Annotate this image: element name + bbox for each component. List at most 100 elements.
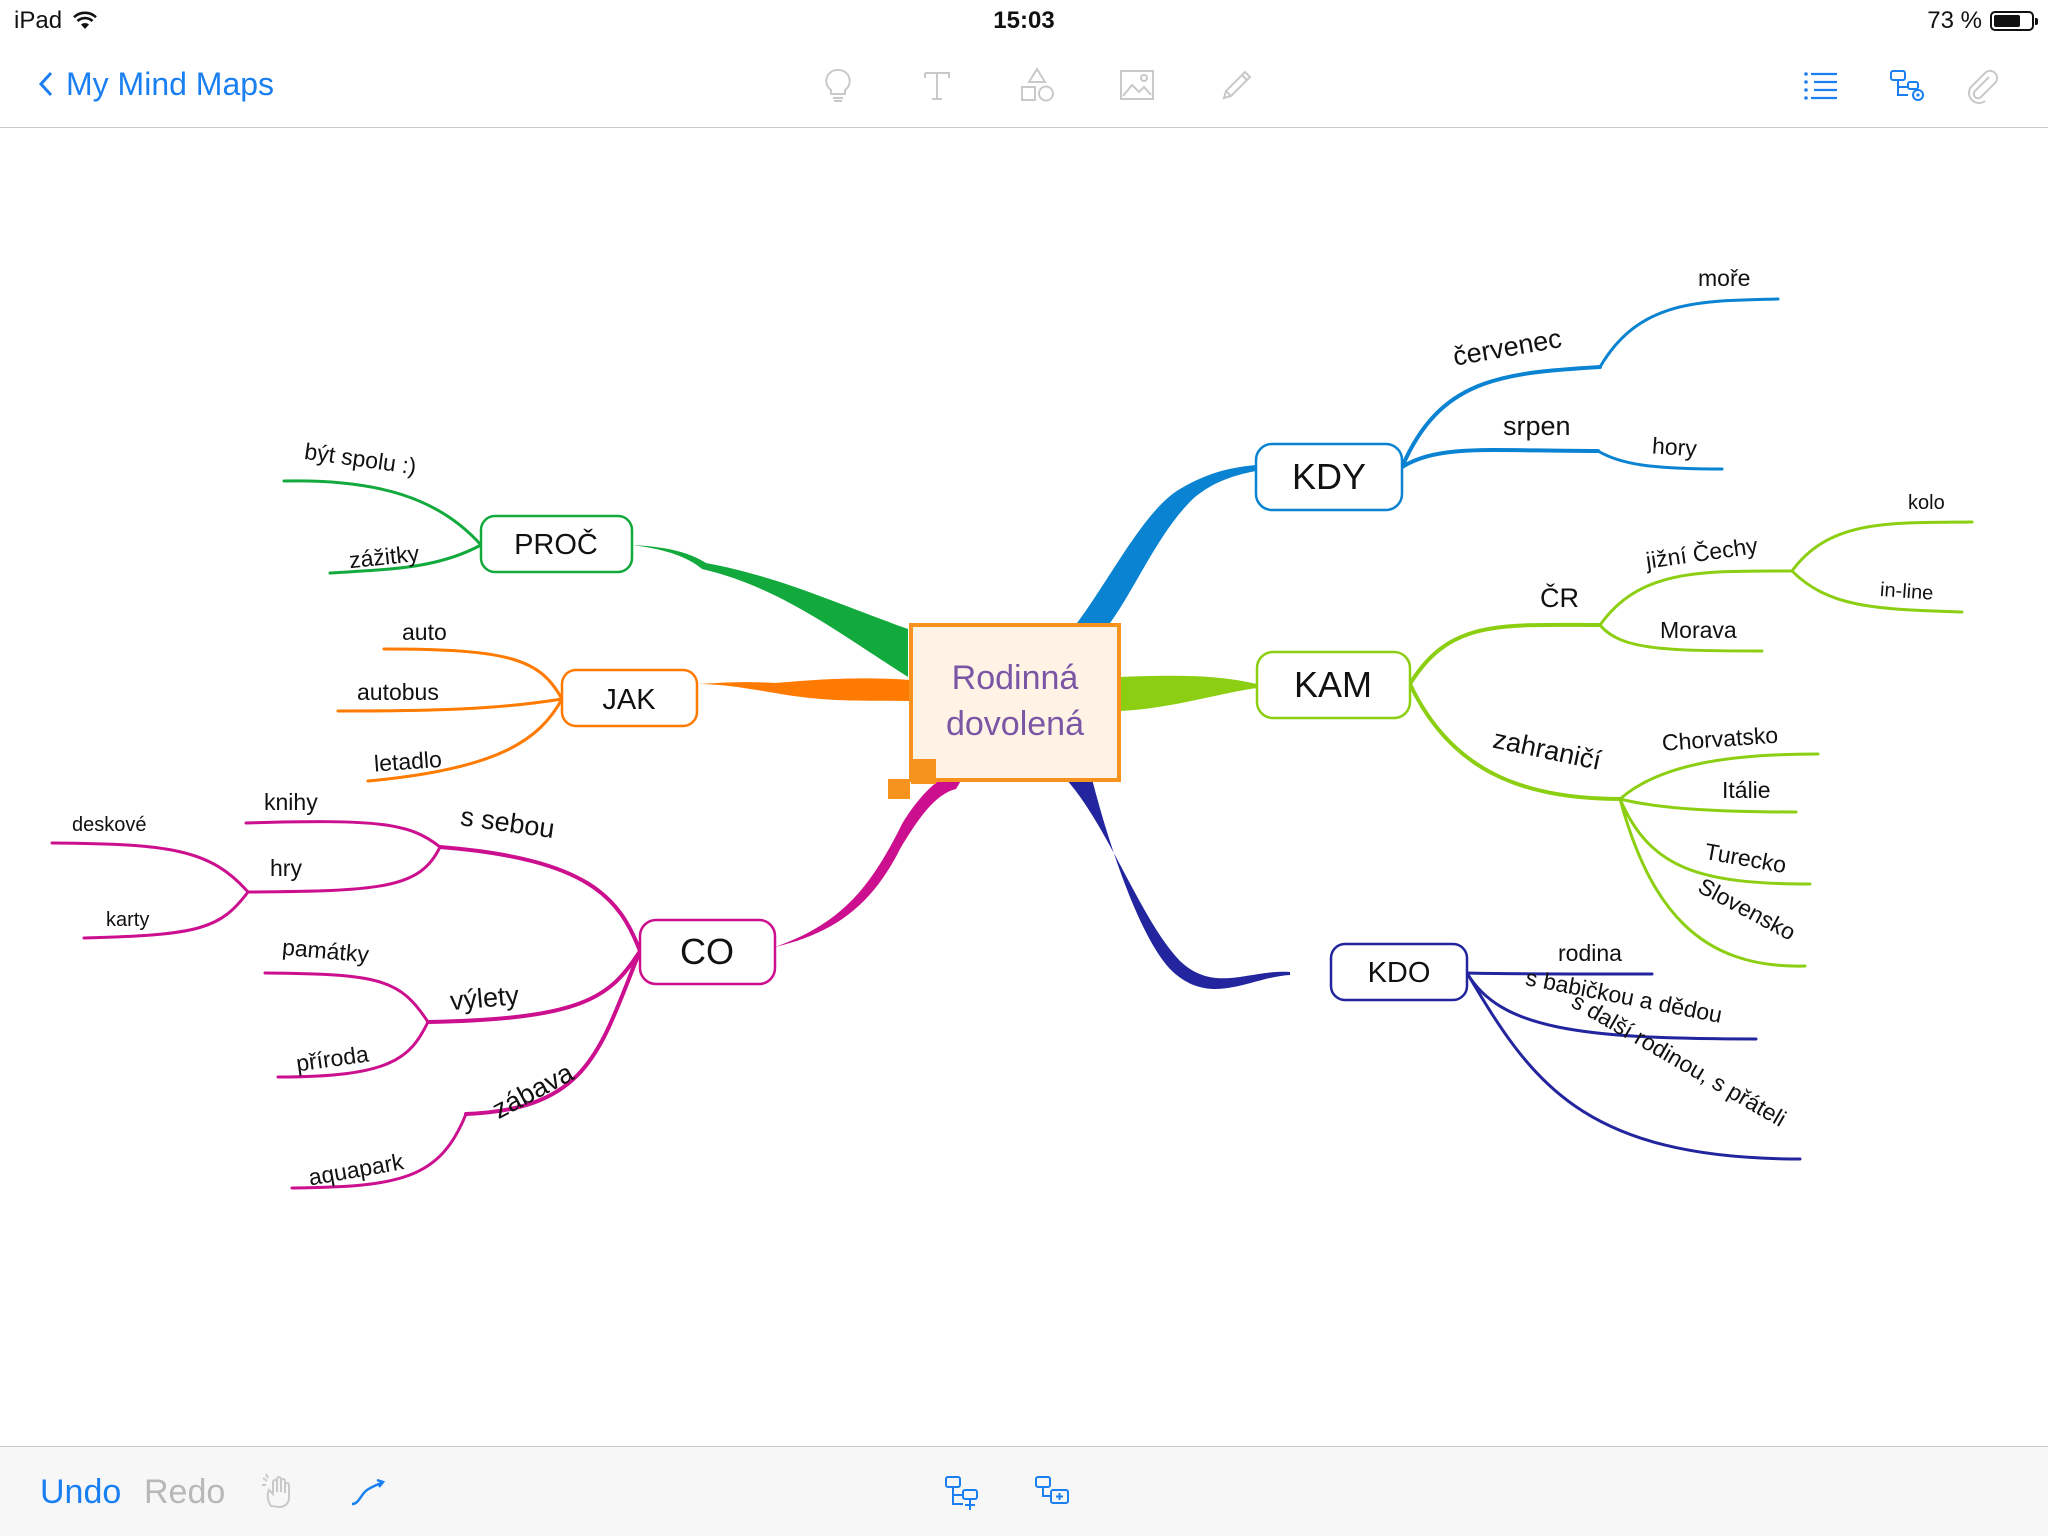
- line-knihy: [244, 820, 442, 849]
- node-jak-label: JAK: [602, 684, 656, 716]
- undo-button[interactable]: Undo: [40, 1473, 122, 1511]
- gesture-button[interactable]: [256, 1469, 302, 1515]
- label-more[interactable]: moře: [1698, 265, 1750, 291]
- label-kolo[interactable]: kolo: [1908, 492, 1945, 514]
- pencil-icon: [1222, 70, 1252, 100]
- add-sibling-button[interactable]: [1030, 1469, 1076, 1515]
- navigation-bar: My Mind Maps: [0, 42, 2048, 128]
- node-kam-label: KAM: [1294, 664, 1372, 705]
- line-inline: [1790, 569, 1964, 614]
- label-chorvatsko[interactable]: Chorvatsko: [1661, 722, 1779, 756]
- label-hory[interactable]: hory: [1651, 432, 1698, 461]
- label-srpen[interactable]: srpen: [1503, 411, 1571, 441]
- central-topic-handle-icon[interactable]: [888, 753, 936, 799]
- line-italie: [1618, 797, 1798, 814]
- label-turecko[interactable]: Turecko: [1703, 838, 1789, 878]
- label-deskove[interactable]: deskové: [72, 814, 147, 836]
- line-karty: [82, 890, 250, 940]
- label-zazitky[interactable]: zážitky: [348, 540, 421, 573]
- label-vylety[interactable]: výlety: [449, 980, 521, 1016]
- chevron-left-icon: [38, 71, 53, 97]
- label-pamatky[interactable]: památky: [281, 934, 370, 968]
- relationship-button[interactable]: [344, 1469, 390, 1515]
- line-morava: [1598, 623, 1764, 653]
- label-zahranici[interactable]: zahraničí: [1490, 724, 1604, 776]
- hand-gesture-icon: [262, 1473, 290, 1509]
- node-co[interactable]: CO: [638, 918, 777, 986]
- status-bar: iPad 15:03 73 %: [0, 0, 2048, 42]
- branch-connector-proc: [632, 545, 908, 677]
- branch-connector-kdo: [1066, 779, 1290, 990]
- label-cr[interactable]: ČR: [1540, 582, 1579, 613]
- line-zahranici: [1408, 682, 1622, 801]
- map-settings-button[interactable]: [1884, 61, 1932, 109]
- branch-connector-kdy: [1077, 465, 1256, 623]
- label-s-sebou[interactable]: s sebou: [459, 801, 557, 844]
- label-inline[interactable]: in-line: [1879, 579, 1934, 605]
- outline-button[interactable]: [1797, 61, 1845, 109]
- label-knihy[interactable]: knihy: [264, 789, 318, 815]
- label-karty[interactable]: karty: [106, 909, 149, 931]
- node-kam[interactable]: KAM: [1255, 650, 1412, 720]
- add-subtopic-icon: [945, 1476, 978, 1510]
- line-s-sebou: [438, 845, 642, 953]
- wifi-icon: [73, 11, 97, 29]
- line-srpen: [1400, 448, 1600, 469]
- node-kdo[interactable]: KDO: [1329, 942, 1469, 1002]
- shapes-button[interactable]: [1013, 61, 1061, 109]
- device-name: iPad: [14, 7, 63, 34]
- add-subtopic-button[interactable]: [940, 1469, 986, 1515]
- image-icon: [1120, 70, 1154, 100]
- node-kdo-label: KDO: [1368, 957, 1431, 989]
- image-button[interactable]: [1113, 61, 1161, 109]
- idea-button[interactable]: [814, 61, 862, 109]
- label-cervenec[interactable]: červenec: [1451, 323, 1564, 372]
- label-morava[interactable]: Morava: [1660, 617, 1737, 643]
- node-kdy[interactable]: KDY: [1254, 442, 1404, 512]
- text-button[interactable]: [913, 61, 961, 109]
- label-zabava[interactable]: zábava: [487, 1057, 579, 1125]
- label-jizni-cechy[interactable]: jižní Čechy: [1643, 531, 1760, 574]
- attachment-button[interactable]: [1958, 61, 2006, 109]
- branch-connector-kam: [1118, 675, 1257, 711]
- battery-icon: [1990, 11, 2038, 31]
- line-jizni-cechy: [1598, 569, 1794, 627]
- map-settings-icon: [1890, 70, 1924, 101]
- label-letadlo[interactable]: letadlo: [373, 746, 442, 777]
- redo-button[interactable]: Redo: [144, 1473, 226, 1511]
- line-cr: [1408, 622, 1602, 686]
- outline-list-icon: [1804, 72, 1837, 100]
- add-sibling-icon: [1035, 1476, 1069, 1504]
- bottom-toolbar: Undo Redo: [0, 1446, 2048, 1536]
- line-turecko: [1618, 797, 1812, 886]
- line-hry: [246, 845, 442, 894]
- line-cervenec: [1400, 365, 1602, 469]
- label-hry[interactable]: hry: [270, 855, 302, 881]
- label-rodina[interactable]: rodina: [1558, 940, 1622, 966]
- node-proc[interactable]: PROČ: [479, 514, 634, 574]
- line-chorvatsko: [1618, 752, 1820, 801]
- label-auto[interactable]: auto: [402, 619, 447, 645]
- line-letadlo: [366, 697, 564, 783]
- label-italie[interactable]: Itálie: [1722, 777, 1771, 803]
- label-autobus[interactable]: autobus: [357, 679, 439, 705]
- line-s-babickou: [1465, 971, 1758, 1041]
- branch-connector-jak: [697, 678, 910, 701]
- line-deskove: [50, 841, 250, 894]
- line-kolo: [1790, 520, 1974, 573]
- line-hory: [1596, 449, 1724, 471]
- node-jak[interactable]: JAK: [560, 668, 699, 728]
- line-byt-spolu: [282, 479, 483, 547]
- line-autobus: [336, 697, 564, 713]
- text-icon: [924, 72, 950, 100]
- pencil-button[interactable]: [1213, 61, 1261, 109]
- back-button[interactable]: My Mind Maps: [38, 62, 274, 106]
- line-more: [1598, 297, 1780, 369]
- line-pamatky: [263, 971, 430, 1024]
- label-byt-spolu[interactable]: být spolu :): [303, 438, 418, 479]
- line-slovensko: [1618, 797, 1807, 968]
- node-co-label: CO: [680, 931, 734, 972]
